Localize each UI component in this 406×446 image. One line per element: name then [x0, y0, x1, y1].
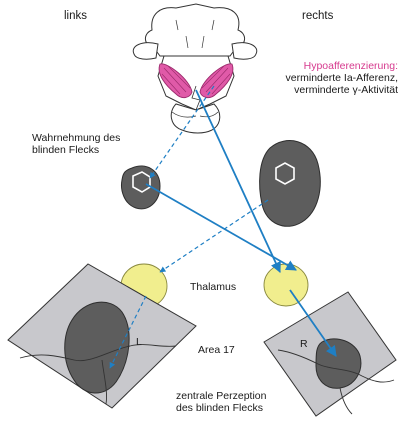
label-area-17: Area 17 — [198, 344, 235, 356]
label-hypoafferenzierung: Hypoafferenzierung: — [304, 60, 398, 72]
label-hypo-line1: verminderte Ia-Afferenz, — [286, 72, 398, 84]
label-right-side: rechts — [302, 10, 333, 22]
label-central-line1: zentrale Perzeption — [176, 390, 266, 402]
vertebra-right-process — [232, 43, 257, 59]
label-left-side: links — [64, 10, 87, 22]
right-eye — [260, 141, 321, 227]
cortex-right-blind-spot — [316, 339, 361, 388]
label-hypo-line2: verminderte γ-Aktivität — [294, 84, 398, 96]
vertebra-left-process — [133, 43, 158, 59]
vertebra-illustration — [133, 4, 257, 133]
vertebra-upper-body — [145, 4, 244, 56]
label-cortex-left-marker: L — [136, 336, 142, 348]
label-thalamus: Thalamus — [190, 281, 236, 293]
label-perception-line2: blinden Flecks — [32, 144, 99, 156]
thalamus-right — [264, 264, 308, 306]
cortex-right — [264, 292, 396, 416]
cortex-left — [8, 264, 196, 408]
label-central-line2: des blinden Flecks — [176, 402, 263, 414]
label-cortex-right-marker: R — [300, 338, 308, 350]
label-perception-line1: Wahrnehmung des — [32, 132, 120, 144]
